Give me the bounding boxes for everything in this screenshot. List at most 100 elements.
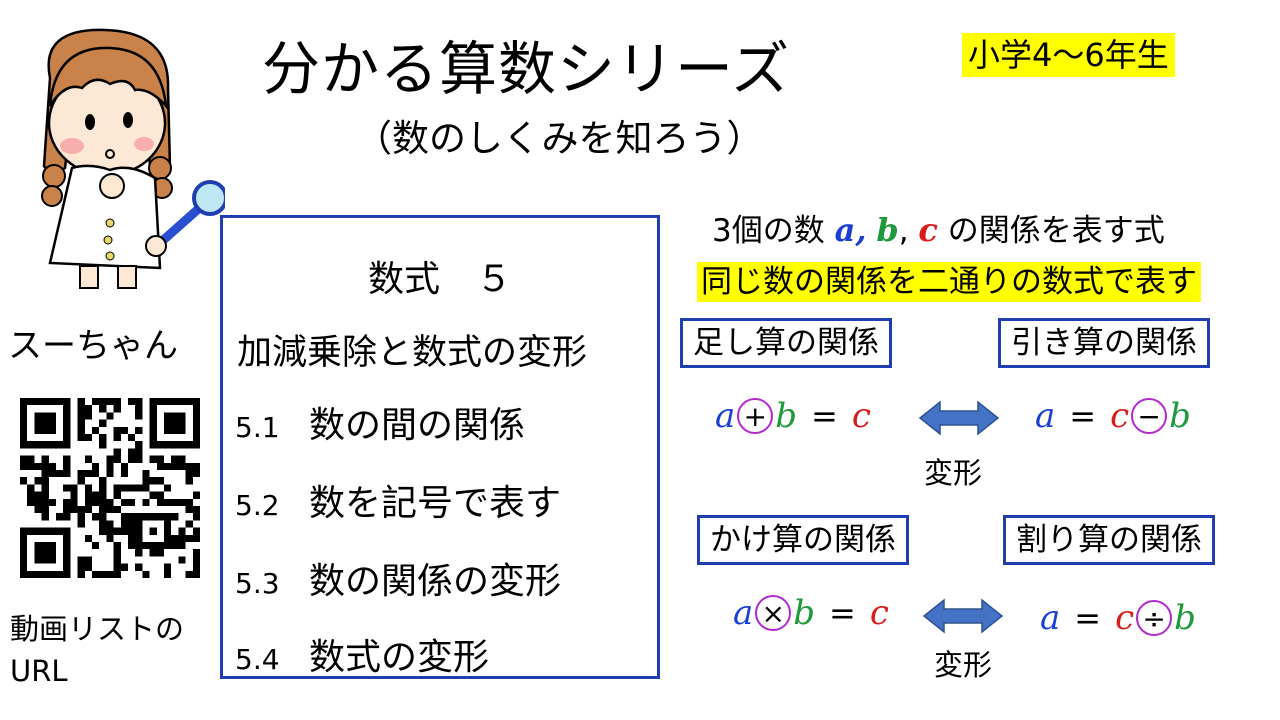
qr-module: [128, 520, 136, 528]
qr-module: [92, 542, 100, 550]
minus-operator: −: [1131, 398, 1168, 434]
qr-module: [164, 570, 172, 578]
qr-module: [164, 484, 172, 492]
qr-module: [20, 477, 28, 485]
qr-module: [77, 412, 85, 420]
qr-module: [84, 556, 92, 564]
eq-b: b: [793, 593, 816, 633]
qr-code[interactable]: [20, 398, 200, 578]
var-b-label: b: [876, 211, 899, 249]
double-arrow-icon: [922, 598, 1004, 634]
eq-c: c: [869, 593, 889, 633]
toc-subtitle: 加減乗除と数式の変形: [237, 333, 588, 373]
mascot-name: スーちゃん: [8, 326, 178, 366]
qr-module: [142, 477, 150, 485]
qr-module: [34, 491, 42, 499]
qr-module: [128, 527, 136, 535]
qr-module: [192, 563, 200, 571]
qr-module: [63, 513, 71, 521]
qr-module: [185, 477, 193, 485]
qr-module: [34, 506, 42, 514]
qr-module: [99, 570, 107, 578]
qr-module: [192, 527, 200, 535]
multiplication-label: かけ算の関係: [697, 515, 909, 565]
qr-module: [84, 484, 92, 492]
qr-module: [99, 441, 107, 449]
qr-module: [113, 556, 121, 564]
qr-module: [92, 470, 100, 478]
qr-module: [120, 470, 128, 478]
qr-module: [84, 412, 92, 420]
qr-module: [48, 462, 56, 470]
plus-operator: +: [737, 398, 774, 434]
qr-module: [48, 470, 56, 478]
qr-module: [178, 462, 186, 470]
video-list-url-label: 動画リストのURL: [10, 612, 185, 688]
qr-module: [135, 563, 143, 571]
division-label: 割り算の関係: [1003, 515, 1215, 565]
qr-module: [113, 426, 121, 434]
qr-module: [185, 498, 193, 506]
eq-a: a: [733, 593, 754, 633]
qr-module: [135, 455, 143, 463]
qr-module: [63, 462, 71, 470]
qr-module: [41, 506, 49, 514]
var-c-label: c: [918, 211, 938, 249]
qr-module: [113, 549, 121, 557]
qr-module: [41, 462, 49, 470]
qr-module: [164, 462, 172, 470]
qr-module: [77, 520, 85, 528]
grade-badge: 小学4～6年生: [962, 33, 1175, 77]
equals-sign: =: [1069, 397, 1097, 435]
qr-module: [84, 563, 92, 571]
qr-module: [77, 570, 85, 578]
qr-module: [27, 462, 35, 470]
qr-module: [128, 434, 136, 442]
qr-module: [178, 455, 186, 463]
eq-a: a: [1035, 396, 1056, 436]
qr-module: [113, 570, 121, 578]
qr-module: [192, 556, 200, 564]
qr-module: [171, 455, 179, 463]
eq-b: b: [1169, 396, 1191, 436]
qr-module: [135, 426, 143, 434]
toc-item-text: 数を記号で表す: [309, 483, 562, 524]
toc-item-number: 5.4: [235, 643, 280, 676]
qr-module: [106, 520, 114, 528]
qr-module: [63, 470, 71, 478]
qr-module: [171, 498, 179, 506]
qr-module: [142, 484, 150, 492]
toc-item-text: 数の間の関係: [309, 405, 526, 446]
qr-module: [113, 455, 121, 463]
qr-module: [149, 527, 157, 535]
qr-module: [113, 434, 121, 442]
qr-module: [171, 542, 179, 550]
qr-module: [84, 455, 92, 463]
qr-module: [113, 506, 121, 514]
qr-module: [41, 498, 49, 506]
qr-module: [63, 484, 71, 492]
qr-module: [164, 498, 172, 506]
qr-module: [149, 549, 157, 557]
page-subtitle: （数のしくみを知ろう）: [355, 117, 764, 160]
relations-heading: 3個の数 a, b, c の関係を表す式: [712, 205, 1165, 250]
qr-module: [27, 491, 35, 499]
double-arrow-icon: [918, 400, 1000, 436]
qr-module: [77, 470, 85, 478]
qr-module: [192, 491, 200, 499]
qr-module: [120, 520, 128, 528]
var-a-label: a,: [834, 211, 867, 249]
qr-module: [120, 513, 128, 521]
eq-a: a: [1040, 598, 1061, 638]
mascot-illustration: [41, 28, 225, 289]
qr-module: [77, 506, 85, 514]
eq-a: a: [715, 396, 736, 436]
qr-module: [84, 434, 92, 442]
qr-module: [149, 491, 157, 499]
qr-module: [41, 455, 49, 463]
qr-module: [156, 498, 164, 506]
qr-module: [120, 462, 128, 470]
